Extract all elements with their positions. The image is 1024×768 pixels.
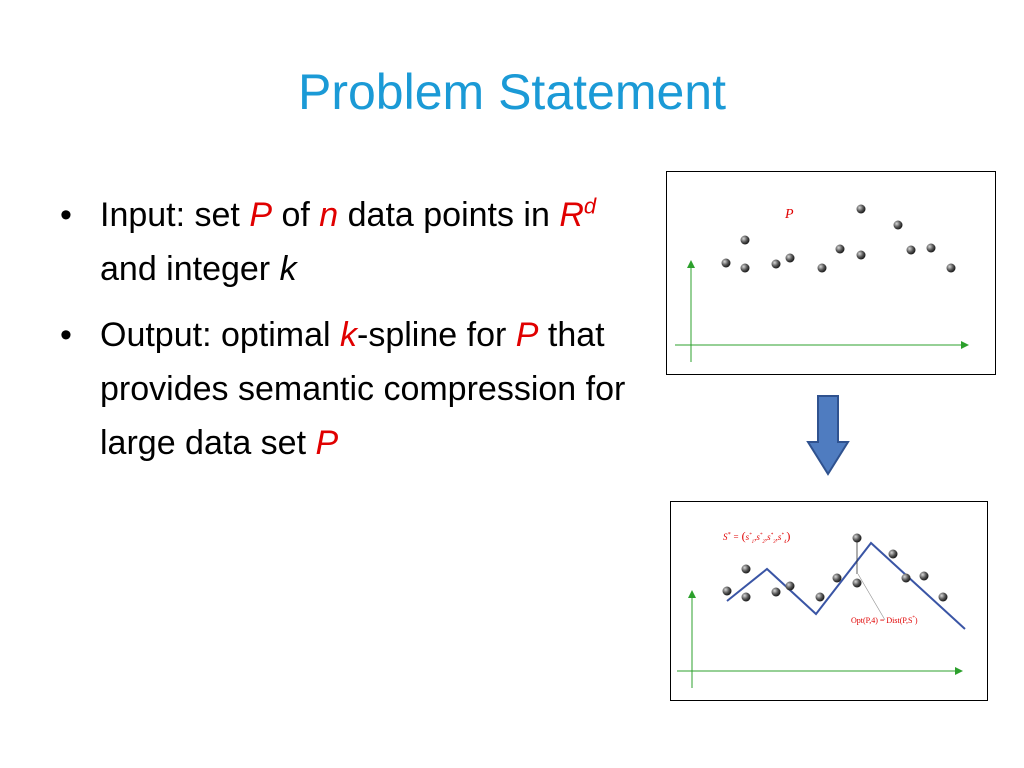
formula-sup: *	[760, 533, 763, 538]
data-point	[785, 253, 795, 263]
bullet-output: • Output: optimal k-spline for P that pr…	[58, 308, 638, 470]
data-point	[893, 220, 903, 230]
data-point	[771, 587, 781, 597]
points-figure: P	[666, 171, 996, 375]
text: of	[272, 196, 320, 234]
text: and integer	[100, 250, 280, 288]
var-d: d	[583, 193, 597, 219]
data-point	[888, 549, 898, 559]
text: -spline for	[357, 316, 516, 354]
var-p: P	[249, 196, 273, 234]
formula-sub: 2	[762, 540, 765, 545]
spline-figure: S*=(s*1,s*2,s*3,s*4)	[670, 501, 988, 701]
annotation-sup: *	[912, 616, 915, 621]
data-point	[852, 578, 862, 588]
var-p: P	[315, 424, 339, 462]
point-set-label: P	[784, 207, 794, 222]
data-point	[852, 533, 862, 543]
data-point	[906, 245, 916, 255]
formula-sup: *	[749, 533, 752, 538]
formula-sup: *	[771, 533, 774, 538]
data-point	[938, 592, 948, 602]
data-point	[817, 263, 827, 273]
data-point	[901, 573, 911, 583]
text: data points in	[338, 196, 560, 234]
bullet-list: • Input: set P of n data points in Rd an…	[58, 188, 638, 482]
data-point	[856, 250, 866, 260]
data-point	[946, 263, 956, 273]
formula-sup: *	[781, 533, 784, 538]
annotation-text: Opt(P,4) = Dist(P,S*)	[851, 616, 918, 625]
data-point	[835, 244, 845, 254]
formula-sub: 3	[773, 540, 776, 545]
formula-eq: =	[734, 532, 739, 542]
points-figure-svg: P	[675, 204, 969, 362]
data-point	[785, 581, 795, 591]
text: Output: optimal	[100, 316, 341, 354]
spline-figure-svg: S*=(s*1,s*2,s*3,s*4)	[677, 529, 966, 688]
data-point	[741, 592, 751, 602]
formula-s: s	[746, 532, 750, 542]
text: that provides semantic compression for l…	[100, 316, 626, 462]
data-point	[815, 592, 825, 602]
annotation-leader	[857, 573, 886, 621]
optimal-spline	[726, 541, 966, 630]
var-n: n	[319, 196, 339, 234]
data-point	[771, 259, 781, 269]
formula-s: s	[767, 532, 771, 542]
data-point	[721, 258, 731, 268]
formula-lhs: S	[723, 532, 728, 542]
spline-formula: S*=(s*1,s*2,s*3,s*4)	[723, 529, 790, 545]
formula-sub: 4	[784, 540, 787, 545]
var-p: P	[515, 316, 539, 354]
var-r: R	[559, 196, 584, 234]
data-point	[722, 586, 732, 596]
text: Input: set	[100, 196, 250, 234]
bullet-dot-icon: •	[60, 196, 72, 234]
data-point	[856, 204, 866, 214]
data-points	[722, 533, 948, 602]
var-k: k	[279, 250, 297, 288]
slide-title: Problem Statement	[298, 64, 726, 120]
formula-s: s	[778, 532, 782, 542]
bullet-input: • Input: set P of n data points in Rd an…	[58, 188, 638, 296]
data-point	[740, 235, 750, 245]
bullet-dot-icon: •	[60, 316, 72, 354]
data-point	[926, 243, 936, 253]
formula-s: s	[756, 532, 760, 542]
annotation-close: )	[915, 616, 918, 625]
var-k: k	[340, 316, 358, 354]
annotation-main: Opt(P,4) = Dist(P,S	[851, 616, 912, 625]
data-point	[832, 573, 842, 583]
data-point	[740, 263, 750, 273]
down-arrow-icon	[806, 395, 850, 476]
data-point	[741, 564, 751, 574]
formula-sub: 1	[752, 540, 755, 545]
data-point	[919, 571, 929, 581]
formula-sup: *	[728, 532, 731, 538]
data-points	[721, 204, 956, 273]
